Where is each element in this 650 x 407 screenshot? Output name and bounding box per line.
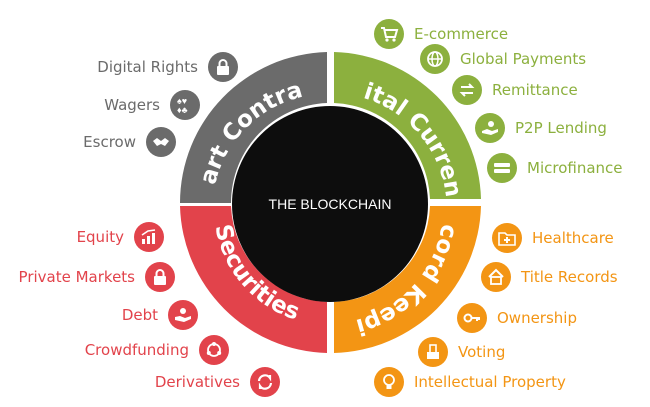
cart-icon	[374, 19, 404, 49]
hand-coin-icon	[475, 113, 505, 143]
svg-text:♦♣: ♦♣	[177, 105, 188, 115]
app-label: Intellectual Property	[414, 373, 566, 391]
svg-text:♠♥: ♠♥	[177, 96, 187, 106]
key-icon	[457, 303, 487, 333]
app-label: Escrow	[83, 133, 136, 151]
securities-segment	[180, 206, 327, 353]
app-label: Voting	[458, 343, 506, 361]
app-item-microfinance: Microfinance	[487, 153, 623, 183]
app-label: Digital Rights	[97, 58, 198, 76]
lightbulb-icon	[374, 367, 404, 397]
app-label: Healthcare	[532, 229, 614, 247]
app-label: P2P Lending	[515, 119, 607, 137]
app-label: Equity	[76, 228, 124, 246]
app-label: Title Records	[521, 268, 618, 286]
app-label: Microfinance	[527, 159, 623, 177]
app-label: Global Payments	[460, 50, 587, 68]
lock-icon	[145, 262, 175, 292]
app-label: Derivatives	[154, 373, 240, 391]
app-item-derivatives: Derivatives	[155, 367, 280, 397]
center-circle	[232, 106, 428, 302]
app-item-healthcare: Healthcare	[492, 223, 614, 253]
app-item-p2p-lending: P2P Lending	[475, 113, 607, 143]
app-item-crowdfunding: Crowdfunding	[85, 335, 229, 365]
cash-icon	[487, 153, 517, 183]
medical-folder-icon	[492, 223, 522, 253]
hand-money-icon	[168, 300, 198, 330]
handshake-icon	[146, 127, 176, 157]
card-suits-icon: ♠♥♦♣	[170, 90, 200, 120]
app-item-escrow: Escrow	[83, 127, 176, 157]
record-keeping-segment	[334, 206, 481, 353]
digital-currency-segment	[334, 52, 481, 199]
app-label: E-commerce	[414, 25, 509, 43]
app-label: Debt	[121, 306, 158, 324]
app-item-ownership: Ownership	[457, 303, 577, 333]
lock-icon	[208, 52, 238, 82]
app-item-equity: Equity	[77, 222, 164, 252]
network-icon	[199, 335, 229, 365]
globe-icon	[420, 44, 450, 74]
app-item-debt: Debt	[122, 300, 198, 330]
smart-contracts-segment	[179, 52, 327, 203]
app-label: Wagers	[104, 96, 160, 114]
app-item-wagers: ♠♥♦♣ Wagers	[104, 90, 200, 120]
app-label: Ownership	[497, 309, 577, 327]
cycle-arrows-icon	[250, 367, 280, 397]
house-icon	[481, 262, 511, 292]
app-label: Private Markets	[18, 268, 135, 286]
app-item-global-payments: Global Payments	[420, 44, 586, 74]
exchange-icon	[452, 75, 482, 105]
center-label: THE BLOCKCHAIN	[269, 196, 392, 212]
app-item-e-commerce: E-commerce	[374, 19, 508, 49]
growth-chart-icon	[134, 222, 164, 252]
app-item-private-markets: Private Markets	[19, 262, 175, 292]
app-label: Remittance	[492, 81, 578, 99]
app-item-voting: Voting	[418, 337, 505, 367]
app-item-title-records: Title Records	[481, 262, 618, 292]
app-item-intellectual-property: Intellectual Property	[374, 367, 566, 397]
app-item-digital-rights: Digital Rights	[97, 52, 238, 82]
ballot-box-icon	[418, 337, 448, 367]
app-label: Crowdfunding	[84, 341, 189, 359]
app-item-remittance: Remittance	[452, 75, 578, 105]
